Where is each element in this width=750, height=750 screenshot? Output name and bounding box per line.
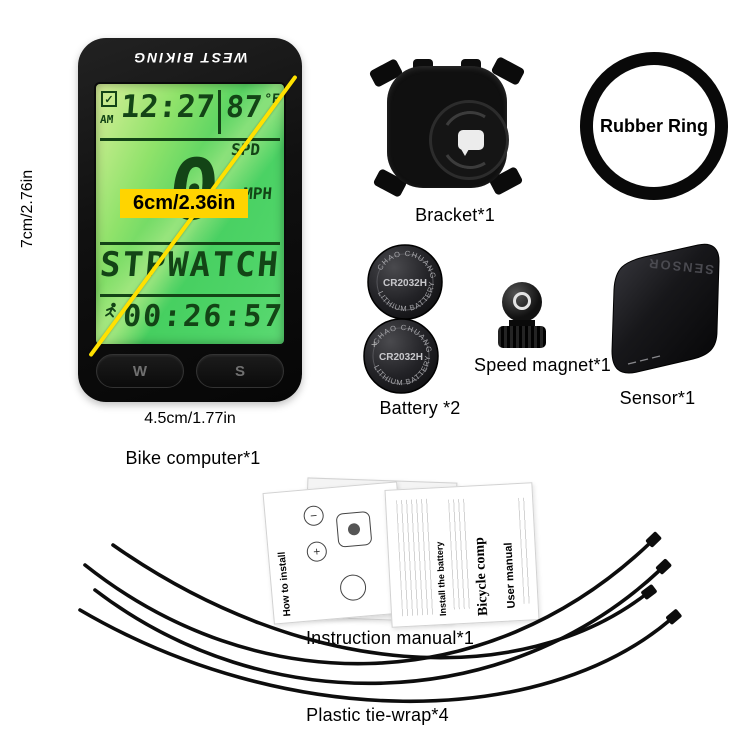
left-button: W xyxy=(96,354,184,388)
left-button-icon: W xyxy=(132,362,148,380)
check-icon: ✓ xyxy=(101,91,117,107)
battery-model-text: CR2032H xyxy=(383,278,427,289)
bracket xyxy=(365,52,530,202)
lcd-time: 12:27 xyxy=(119,89,216,125)
right-button-icon: S xyxy=(234,362,245,380)
battery-caption: Battery *2 xyxy=(379,398,461,418)
battery-coin-cell: CHAO CHUANG LITHIUM BATTERY CR2032H xyxy=(367,244,443,320)
lcd-divider xyxy=(218,90,221,134)
lcd-divider xyxy=(100,138,280,141)
width-dimension-label: 4.5cm/1.77in xyxy=(144,410,236,427)
rubber-ring: Rubber Ring xyxy=(572,44,736,208)
speed-magnet-caption: Speed magnet*1 xyxy=(474,355,611,375)
magnet-ribbed-base xyxy=(498,326,546,348)
tie-wrap-caption: Plastic tie-wrap*4 xyxy=(306,705,449,725)
lcd-divider xyxy=(100,242,280,245)
height-dimension-label: 7cm/2.76in xyxy=(19,169,36,249)
am-indicator: AM xyxy=(99,113,114,126)
sensor: SENSOR xyxy=(611,243,720,374)
bracket-caption: Bracket*1 xyxy=(415,205,495,225)
sensor-vents xyxy=(627,355,661,365)
lcd-temp: 87 xyxy=(224,90,264,125)
sensor-embossed-label: SENSOR xyxy=(646,256,714,278)
tie-wraps xyxy=(78,531,682,704)
battery-coin-cell: CHAO CHUANG LITHIUM BATTERY CR2032H + xyxy=(363,318,439,394)
lcd-stopwatch: 00:26:57 xyxy=(121,299,286,334)
diagonal-dimension-label: 6cm/2.36in xyxy=(120,189,249,218)
battery-model-text: CR2032H xyxy=(379,352,423,363)
rubber-ring-label: Rubber Ring xyxy=(600,115,708,136)
bracket-body xyxy=(387,66,509,188)
bike-computer: WEST BIKING ✓ AM 12:27 87 °F SPD 0 MPH S… xyxy=(78,38,302,402)
magnet-top-ring xyxy=(513,292,531,310)
lcd-mode: STPWATCH xyxy=(98,245,282,285)
runner-icon xyxy=(105,302,116,318)
bracket-lock-icon xyxy=(458,130,484,156)
magnet-neck xyxy=(509,320,535,328)
right-button: S xyxy=(196,354,284,388)
speed-magnet xyxy=(492,282,552,352)
bike-computer-caption: Bike computer*1 xyxy=(125,448,261,468)
tie-wrap-heads xyxy=(641,531,682,625)
manual-caption: Instruction manual*1 xyxy=(305,628,475,648)
lcd-divider xyxy=(100,294,280,297)
bracket-mount-circle xyxy=(429,100,509,180)
battery-plus-mark: + xyxy=(371,339,377,351)
brand-logo: WEST BIKING xyxy=(132,50,248,66)
sensor-caption: Sensor*1 xyxy=(619,388,696,408)
